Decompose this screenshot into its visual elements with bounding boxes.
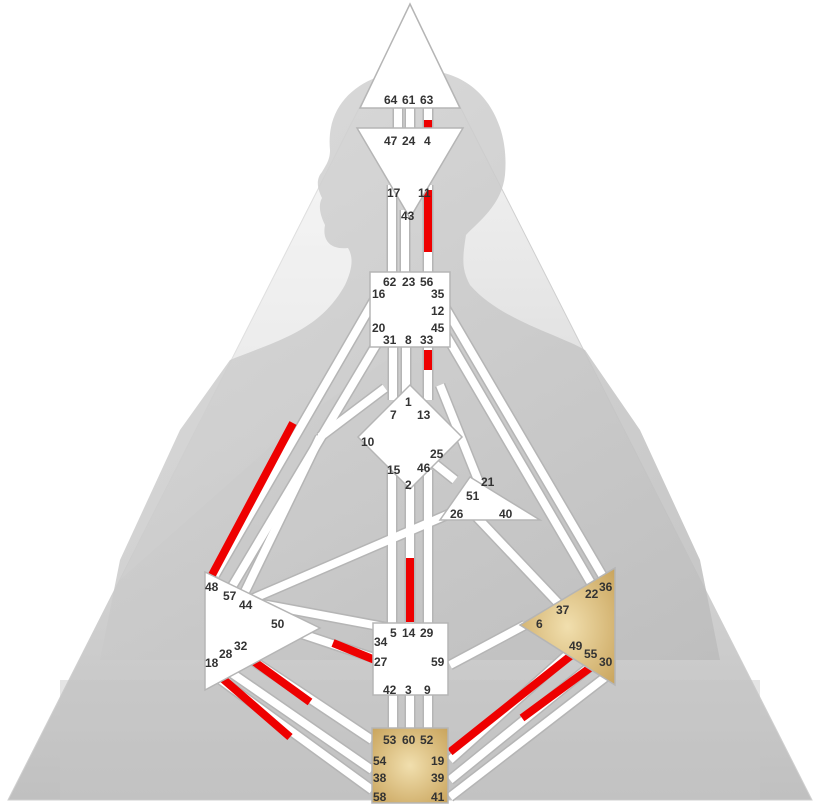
gate-2: 2 (405, 478, 412, 492)
gate-62: 62 (383, 275, 397, 289)
spleen-center (204, 570, 322, 692)
gate-35: 35 (431, 287, 445, 301)
gate-13: 13 (417, 408, 431, 422)
gate-45: 45 (431, 321, 445, 335)
activation-gate-55 (519, 658, 601, 722)
activation-gate-48 (208, 421, 297, 577)
gate-55: 55 (584, 647, 598, 661)
gate-7: 7 (390, 408, 397, 422)
gate-24: 24 (402, 134, 416, 148)
gate-25: 25 (430, 447, 444, 461)
activation-gate-27 (331, 639, 377, 664)
gate-48: 48 (205, 580, 219, 594)
gate-36: 36 (599, 580, 613, 594)
centers (204, 2, 616, 804)
gate-6: 6 (536, 617, 543, 631)
gate-21: 21 (481, 475, 495, 489)
activations (208, 120, 601, 756)
gate-31: 31 (383, 333, 397, 347)
gate-40: 40 (499, 507, 513, 521)
gate-labels: 64 61 63 47 24 4 17 11 43 62 23 56 16 35… (205, 93, 613, 804)
gate-41: 41 (431, 790, 445, 804)
gate-19: 19 (431, 754, 445, 768)
gate-43: 43 (401, 209, 415, 223)
gate-15: 15 (387, 463, 401, 477)
gate-16: 16 (372, 287, 386, 301)
ego-center (438, 475, 543, 521)
gate-4: 4 (424, 134, 431, 148)
gate-58: 58 (373, 790, 387, 804)
gate-8: 8 (405, 333, 412, 347)
gate-5: 5 (390, 626, 397, 640)
gate-1: 1 (405, 395, 412, 409)
gate-14: 14 (402, 626, 416, 640)
gate-37: 37 (556, 603, 570, 617)
head-center (358, 2, 462, 109)
sacral-center (372, 622, 449, 696)
gate-42: 42 (383, 683, 397, 697)
gate-30: 30 (599, 655, 613, 669)
gate-33: 33 (420, 333, 434, 347)
gate-64: 64 (384, 93, 398, 107)
ajna-center (355, 127, 465, 220)
gate-39: 39 (431, 771, 445, 785)
root-center (371, 727, 449, 804)
gate-63: 63 (420, 93, 434, 107)
activation-gate-19 (447, 646, 581, 756)
gate-3: 3 (405, 683, 412, 697)
gate-60: 60 (402, 733, 416, 747)
gate-52: 52 (420, 733, 434, 747)
gate-44: 44 (239, 598, 253, 612)
gate-32: 32 (234, 639, 248, 653)
gate-28: 28 (219, 647, 233, 661)
gate-49: 49 (569, 639, 583, 653)
gate-47: 47 (384, 134, 398, 148)
gate-50: 50 (271, 617, 285, 631)
gate-59: 59 (431, 655, 445, 669)
solar-plexus-center (518, 566, 616, 687)
gate-57: 57 (223, 589, 237, 603)
gate-20: 20 (372, 321, 386, 335)
gate-54: 54 (373, 754, 387, 768)
gate-61: 61 (402, 93, 416, 107)
gate-22: 22 (585, 587, 599, 601)
gate-53: 53 (383, 733, 397, 747)
g-center (356, 383, 464, 491)
gate-12: 12 (431, 304, 445, 318)
gate-56: 56 (420, 275, 434, 289)
activation-gate-18 (212, 668, 293, 741)
gate-17: 17 (387, 186, 401, 200)
gate-38: 38 (373, 771, 387, 785)
throat-center (369, 271, 451, 348)
gate-29: 29 (420, 626, 434, 640)
gate-27: 27 (374, 655, 388, 669)
gate-11: 11 (418, 186, 431, 200)
gate-46: 46 (417, 461, 431, 475)
gate-9: 9 (424, 683, 431, 697)
gate-10: 10 (361, 435, 375, 449)
gate-34: 34 (374, 635, 388, 649)
gate-23: 23 (402, 275, 416, 289)
gate-26: 26 (450, 507, 464, 521)
gate-18: 18 (205, 656, 219, 670)
gate-51: 51 (466, 489, 480, 503)
